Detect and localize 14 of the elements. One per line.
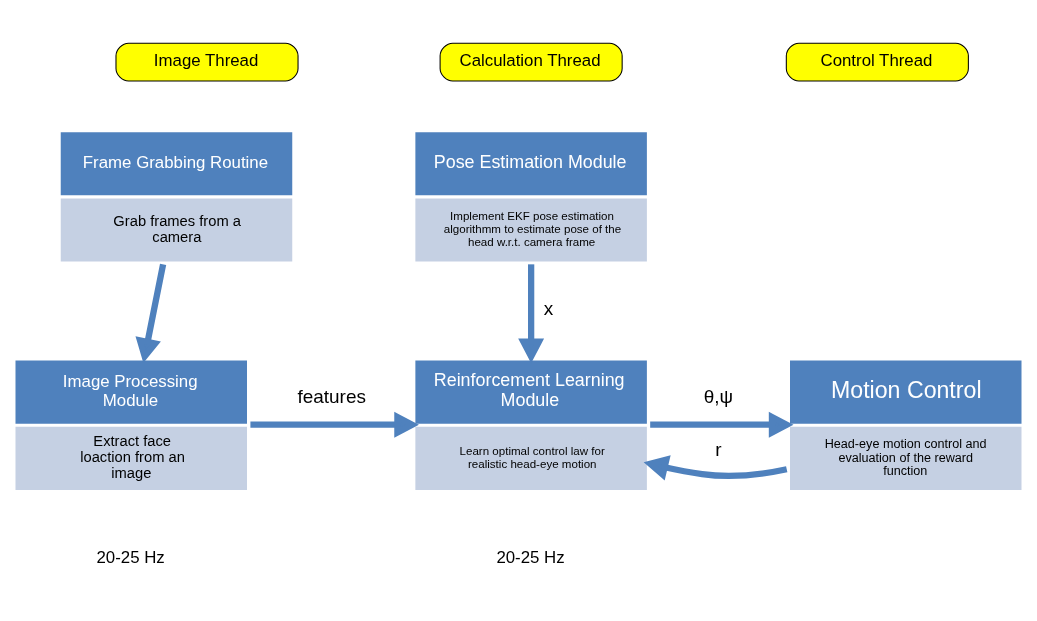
arrow <box>643 455 788 481</box>
edge-label: θ,ψ <box>703 386 734 407</box>
arrow <box>650 411 794 438</box>
edge-label: r <box>715 438 722 460</box>
arrow <box>135 263 167 364</box>
node-box: Image Thread <box>115 42 299 82</box>
arrow <box>250 411 419 438</box>
edge-label: x <box>543 298 554 320</box>
arrow <box>518 264 545 364</box>
label: 20-25 Hz <box>96 547 165 567</box>
node-box: Control Thread <box>785 42 969 82</box>
edge-label: features <box>297 386 366 407</box>
label: 20-25 Hz <box>496 547 565 567</box>
node-box: Calculation Thread <box>439 42 623 82</box>
